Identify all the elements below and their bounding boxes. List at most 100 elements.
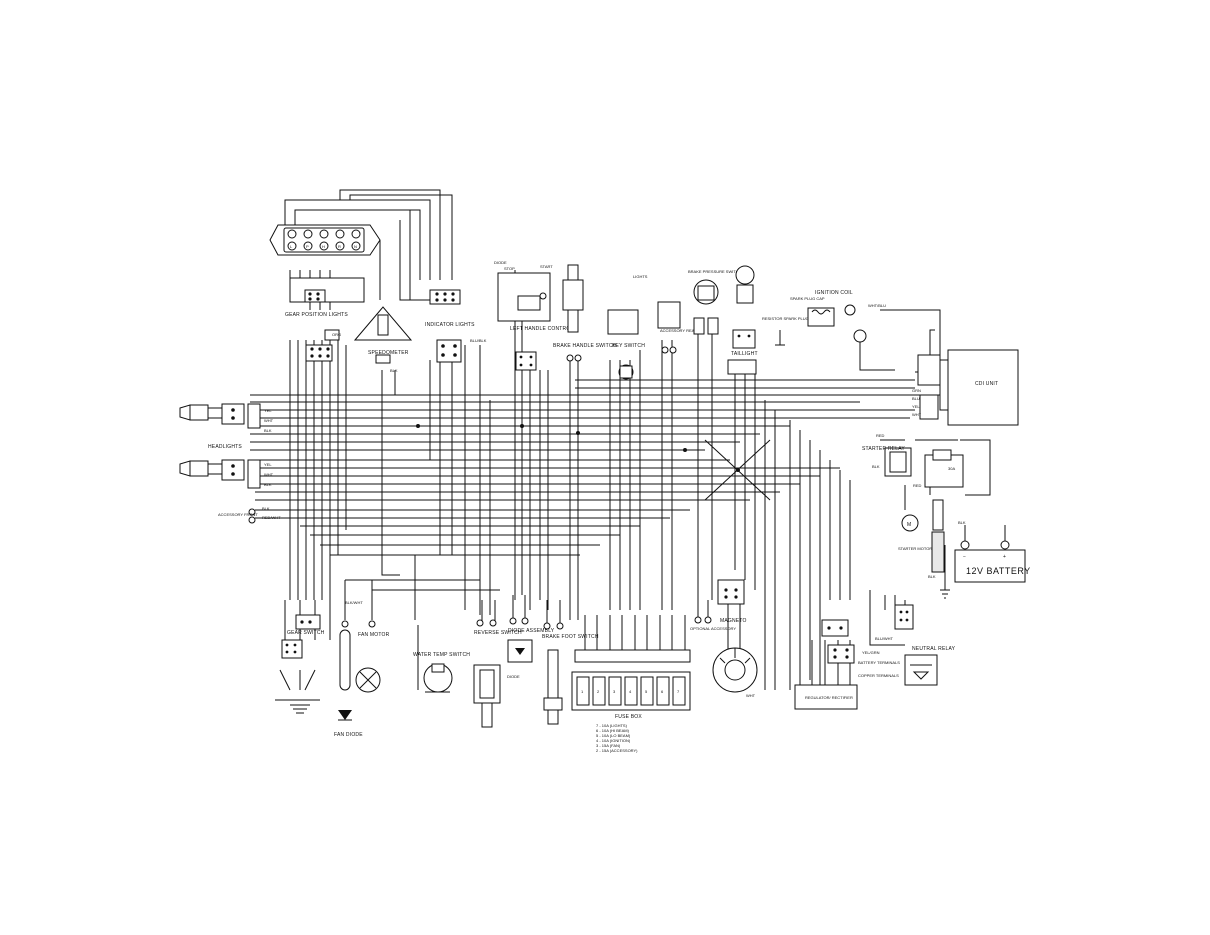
reverse-switch-label: REVERSE SWITCH [474, 630, 522, 636]
fuse-legend-4: 4 - 10A (IGNITION) [596, 738, 631, 743]
fuse-number-7: 7 [677, 689, 680, 694]
magneto: MAGNETO [712, 579, 758, 693]
indicator-lights-label: INDICATOR LIGHTS [425, 322, 475, 328]
gear-letter-p: P [306, 244, 309, 249]
fuse-30a-label: 30A [948, 466, 955, 471]
fuse-legend-6: 2 - 15A (ACCESSORY) [596, 748, 638, 753]
wire-label-blk-wht: BLK/WHT [345, 600, 363, 605]
wire-label-red-starter: RED [913, 483, 922, 488]
start-label: START [540, 264, 553, 269]
brake-pressure-switch-label: BRAKE PRESSURE SWITCH [688, 269, 742, 274]
cdi-unit-label: CDI UNIT [975, 381, 998, 387]
stop-label: STOP [504, 266, 515, 271]
junction-dots [416, 424, 740, 472]
diode-label: DIODE [507, 674, 520, 679]
left-handle-control-label: LEFT HANDLE CONTROL [510, 326, 573, 332]
spark-plug-cap-label: SPARK PLUG CAP [790, 296, 825, 301]
fuse-legend-3: 5 - 10A (LO BEAM) [596, 733, 631, 738]
fuse-number-2: 2 [597, 689, 600, 694]
copper-terminals-label: COPPER TERMINALS [858, 673, 899, 678]
fuse-number-1: 1 [581, 689, 584, 694]
gear-position-lights: L P H R N GEAR POSITION LIGHTS [269, 224, 381, 318]
gear-switch: GEAR SWITCH [275, 614, 325, 714]
gear-switch-label: GEAR SWITCH [287, 630, 325, 636]
fuse-number-3: 3 [613, 689, 616, 694]
wire-label-wht-blu: WHT/BLU [868, 303, 886, 308]
battery-label: 12V BATTERY [966, 566, 1031, 576]
neutral-relay: NEUTRAL RELAY BATTERY TERMINALS COPPER T… [858, 604, 956, 686]
left-connector-cluster [305, 329, 340, 362]
starter-motor-label: STARTER MOTOR [898, 546, 932, 551]
wire-wht-2: WHT [264, 472, 274, 477]
accessory-front: ACCESSORY FRONT BLK RED/WHT [218, 506, 281, 524]
starter-motor: M STARTER MOTOR [898, 499, 945, 573]
accessory-rear-label: ACCESSORY REAR [660, 328, 697, 333]
wire-label-wht: WHT [912, 412, 922, 417]
diode-top-label: DIODE [494, 260, 507, 265]
battery-terminals-label: BATTERY TERMINALS [858, 660, 900, 665]
gear-position-lights-label: GEAR POSITION LIGHTS [285, 312, 348, 318]
diode-assembly-label: DIODE ASSEMBLY [508, 628, 555, 634]
brake-handle-switch: BRAKE HANDLE SWITCH [553, 264, 617, 362]
neutral-relay-label: NEUTRAL RELAY [912, 646, 956, 652]
wire-yel-1: YEL [264, 408, 272, 413]
brake-foot-switch-label: BRAKE FOOT SWITCH [542, 634, 599, 640]
wire-label-blk-relay: BLK [872, 464, 880, 469]
wire-wht-1: WHT [264, 418, 274, 423]
lights-label: LIGHTS [633, 274, 648, 279]
wire-label-blu-blk: BLU/BLK [470, 338, 487, 343]
headlights-label: HEADLIGHTS [208, 444, 242, 450]
optional-accessory: OPTIONAL ACCESSORY [690, 616, 736, 631]
wire-blk-acc: BLK [262, 506, 270, 511]
regulator-rectifier: REGULATOR/ RECTIFIER [794, 619, 858, 710]
battery-minus: − [963, 554, 966, 560]
gear-letter-n: N [354, 244, 357, 249]
wire-label-blu: BLU [912, 396, 920, 401]
accessory-front-label: ACCESSORY FRONT [218, 512, 258, 517]
magneto-label: MAGNETO [720, 618, 747, 624]
indicator-lights: INDICATOR LIGHTS [425, 322, 475, 363]
fuse-number-4: 4 [629, 689, 632, 694]
wire-label-red-relay: RED [876, 433, 885, 438]
fan-motor-label: FAN MOTOR [358, 632, 390, 638]
starter-relay-label: STARTER RELAY [862, 446, 905, 452]
wire-label-org: ORG [332, 332, 341, 337]
water-temp-switch: WATER TEMP SWITCH [413, 625, 470, 693]
reverse-switch: REVERSE SWITCH [473, 619, 522, 728]
battery: − + 12V BATTERY [940, 540, 1031, 599]
wire-blk-2: BLK [264, 482, 272, 487]
speedometer: SPEEDOMETER [353, 306, 413, 364]
gear-letter-l: L [290, 244, 293, 249]
gear-letter-r: R [338, 244, 341, 249]
key-switch: KEY SWITCH LIGHTS [607, 274, 648, 380]
wire-label-yel: YEL [912, 404, 920, 409]
fuse-legend-5: 3 - 15A (FAN) [596, 743, 621, 748]
fuse-legend-1: 7 - 10A (LIGHTS) [596, 723, 628, 728]
brake-handle-switch-label: BRAKE HANDLE SWITCH [553, 343, 617, 349]
gear-light-top-row [287, 229, 361, 239]
wire-label-blk-speedo: BLK [390, 368, 398, 373]
headlight-lower: YEL WHT BLK [179, 459, 274, 489]
brake-foot-switch: BRAKE FOOT SWITCH [542, 622, 599, 725]
fan-diode-label: FAN DIODE [334, 732, 363, 738]
wire-labels: GRN BLU YEL WHT WHT/BLU BLU/BLK BLK RED … [332, 303, 966, 698]
battery-plus: + [1003, 554, 1006, 560]
wire-red-wht-acc: RED/WHT [262, 515, 281, 520]
diode-assembly: DIODE ASSEMBLY DIODE [507, 617, 555, 679]
gear-light-letters: L P H R N [287, 241, 361, 251]
fan-motor: FAN MOTOR FAN DIODE [334, 620, 390, 738]
cdi-unit: CDI UNIT [917, 349, 1019, 426]
taillight: TAILLIGHT [727, 265, 758, 375]
brake-pressure-switch: BRAKE PRESSURE SWITCH [688, 269, 742, 335]
speedometer-label: SPEEDOMETER [368, 350, 409, 356]
ignition-coil-label: IGNITION COIL [815, 290, 853, 296]
taillight-label: TAILLIGHT [731, 351, 758, 357]
optional-accessory-label: OPTIONAL ACCESSORY [690, 626, 736, 631]
water-temp-switch-label: WATER TEMP SWITCH [413, 652, 470, 658]
fuse-legend-2: 6 - 10A (HI BEAM) [596, 728, 630, 733]
ignition-coil: IGNITION COIL SPARK PLUG CAP RESISTOR SP… [762, 290, 867, 346]
fuse-number-6: 6 [661, 689, 664, 694]
accessory-rear: ACCESSORY REAR [657, 301, 697, 354]
wire-label-grn: GRN [912, 388, 921, 393]
